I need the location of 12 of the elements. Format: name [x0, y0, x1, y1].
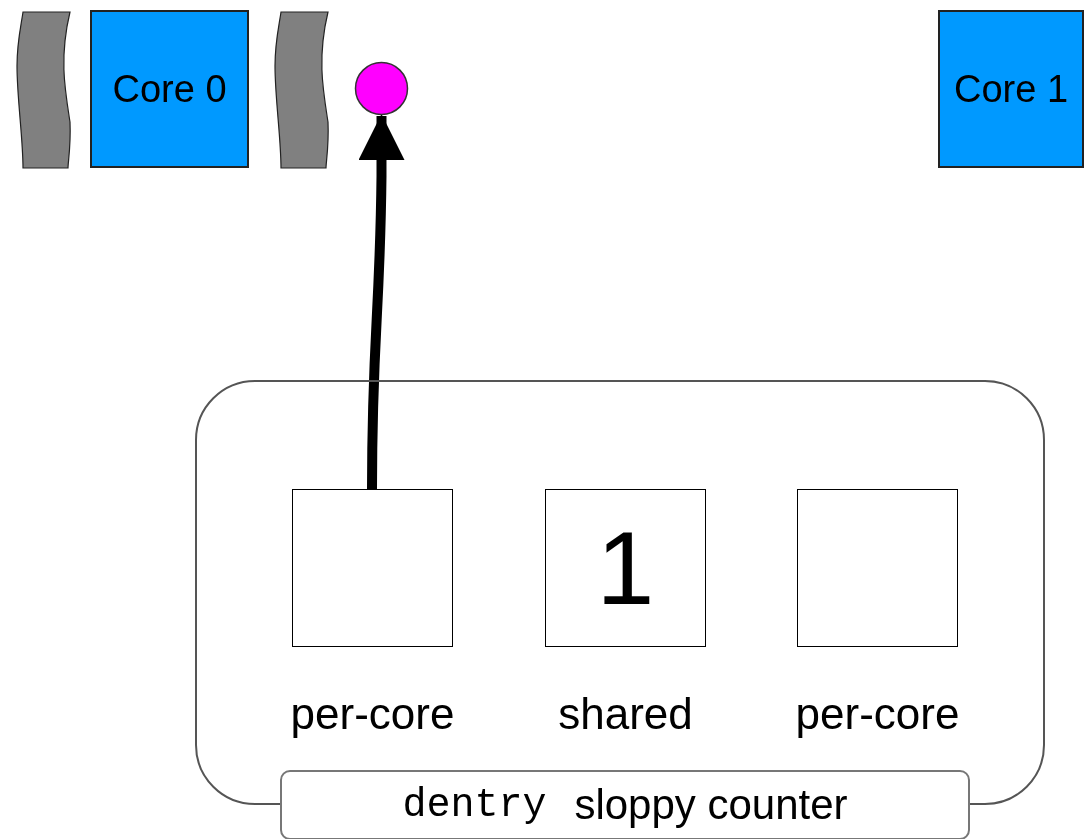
caption-text: sloppy counter — [574, 781, 848, 829]
code-word: dentry — [402, 782, 547, 828]
slot-label: shared — [557, 689, 694, 739]
slot-label: per-core — [289, 689, 456, 739]
core-box: Core 1 — [938, 10, 1084, 168]
core-box: Core 0 — [90, 10, 249, 168]
arrow — [358, 114, 405, 490]
wavy-bar — [273, 10, 331, 170]
counter-value: 1 — [545, 489, 706, 647]
wavy-bar — [15, 10, 73, 170]
slot-label: per-core — [794, 689, 961, 739]
circle-marker — [354, 61, 409, 116]
